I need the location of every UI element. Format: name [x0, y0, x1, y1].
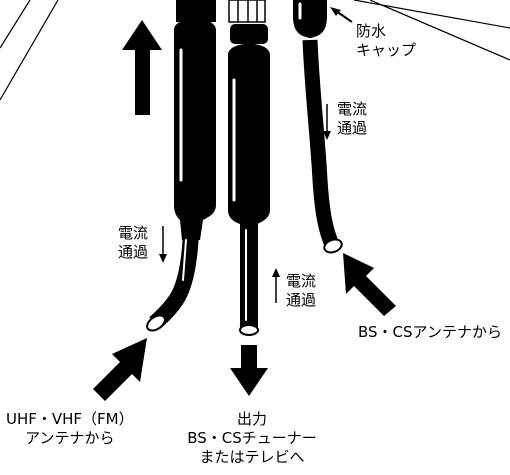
uhf-vhf-cable [146, 0, 216, 332]
background-lines [0, 0, 510, 101]
current-down-arrow-left-icon [159, 226, 167, 263]
current-down-arrow-right-icon [323, 104, 331, 140]
current-up-arrow-center-icon [272, 268, 280, 303]
bs-cs-input-arrow-icon [343, 253, 396, 316]
bs-cs-antenna-label: BS・CSアンテナから [358, 323, 502, 341]
cap-pointer-arrow-icon [330, 7, 353, 23]
connector-fitting [228, 0, 266, 23]
up-arrow-icon [122, 20, 162, 115]
output-cable [228, 24, 270, 336]
bs-cs-cable [293, 0, 343, 254]
current-label-left: 電流 通過 [118, 224, 149, 261]
uhf-vhf-antenna-label: UHF・VHF（FM） アンテナから [6, 410, 134, 447]
uhf-vhf-input-arrow-icon [93, 338, 147, 401]
waterproof-cap-label: 防水 キャップ [356, 22, 417, 59]
output-down-arrow-icon [230, 345, 268, 396]
current-label-right: 電流 通過 [337, 100, 368, 137]
current-label-center: 電流 通過 [286, 272, 317, 309]
output-label: 出力 BS・CSチューナー またはテレビへ [187, 410, 317, 466]
